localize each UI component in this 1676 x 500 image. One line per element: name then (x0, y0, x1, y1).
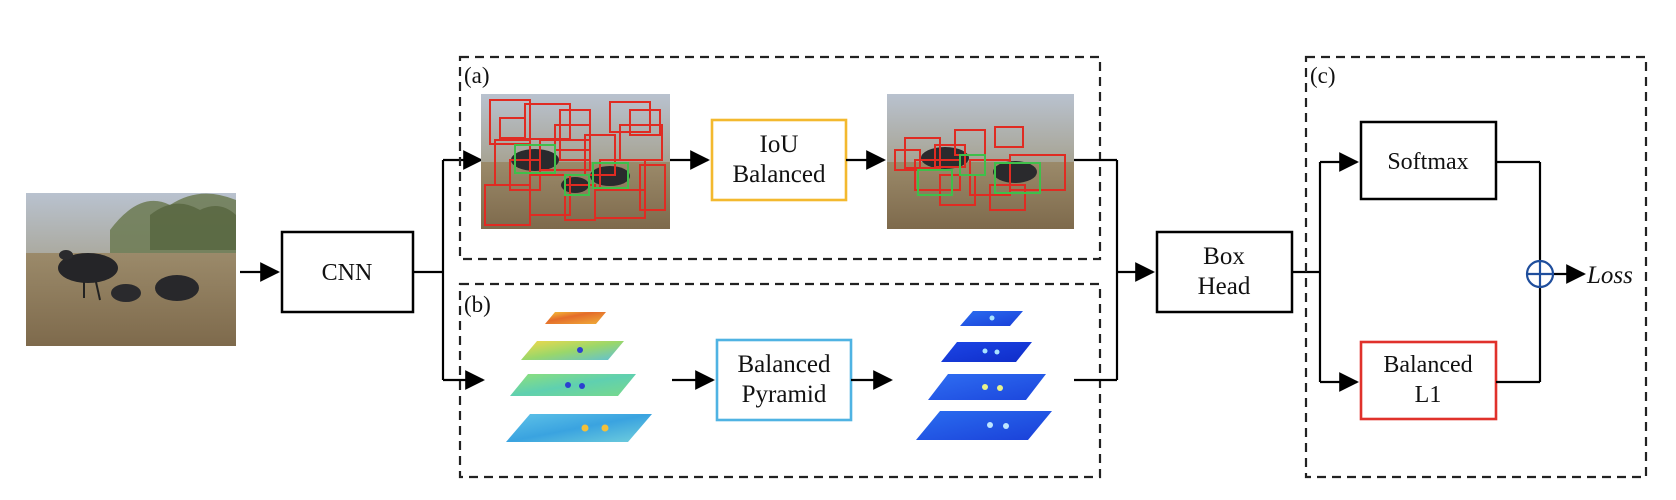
panel-a-frame (458, 55, 1102, 261)
pyramid-label-line1: Balanced (737, 351, 831, 378)
merge-connector (1074, 158, 1155, 382)
softmax-block (1359, 120, 1498, 201)
softmax-label: Softmax (1387, 149, 1468, 175)
loss-label: Loss (1586, 262, 1633, 289)
panel-c-tag: (c) (1310, 63, 1336, 88)
iou-balanced-block (710, 118, 848, 202)
iou-label-line2: Balanced (732, 161, 826, 188)
cnn-block (280, 230, 415, 314)
panel-a-tag: (a) (464, 63, 490, 88)
input-image (26, 193, 236, 346)
box-head-split-connector (1292, 152, 1359, 392)
balanced-pyramid-block (715, 338, 853, 422)
cnn-label: CNN (322, 260, 373, 286)
balanced-l1-block (1359, 340, 1498, 421)
pyramid-label-line2: Pyramid (742, 381, 827, 408)
cnn-split-connector (413, 150, 485, 390)
panel-c-frame (1304, 55, 1648, 479)
l1-label-line1: Balanced (1383, 352, 1472, 378)
panel-b-tag: (b) (464, 292, 491, 317)
feature-pyramid-output (916, 311, 1052, 440)
box-head-label-line2: Head (1198, 273, 1251, 300)
sum-node (1525, 259, 1555, 289)
box-head-label-line1: Box (1203, 243, 1245, 270)
proposals-image-balanced (887, 94, 1074, 229)
iou-label-line1: IoU (760, 131, 799, 158)
feature-pyramid-input (506, 312, 652, 442)
proposals-image-dense (481, 94, 670, 229)
l1-label-line2: L1 (1415, 382, 1442, 408)
